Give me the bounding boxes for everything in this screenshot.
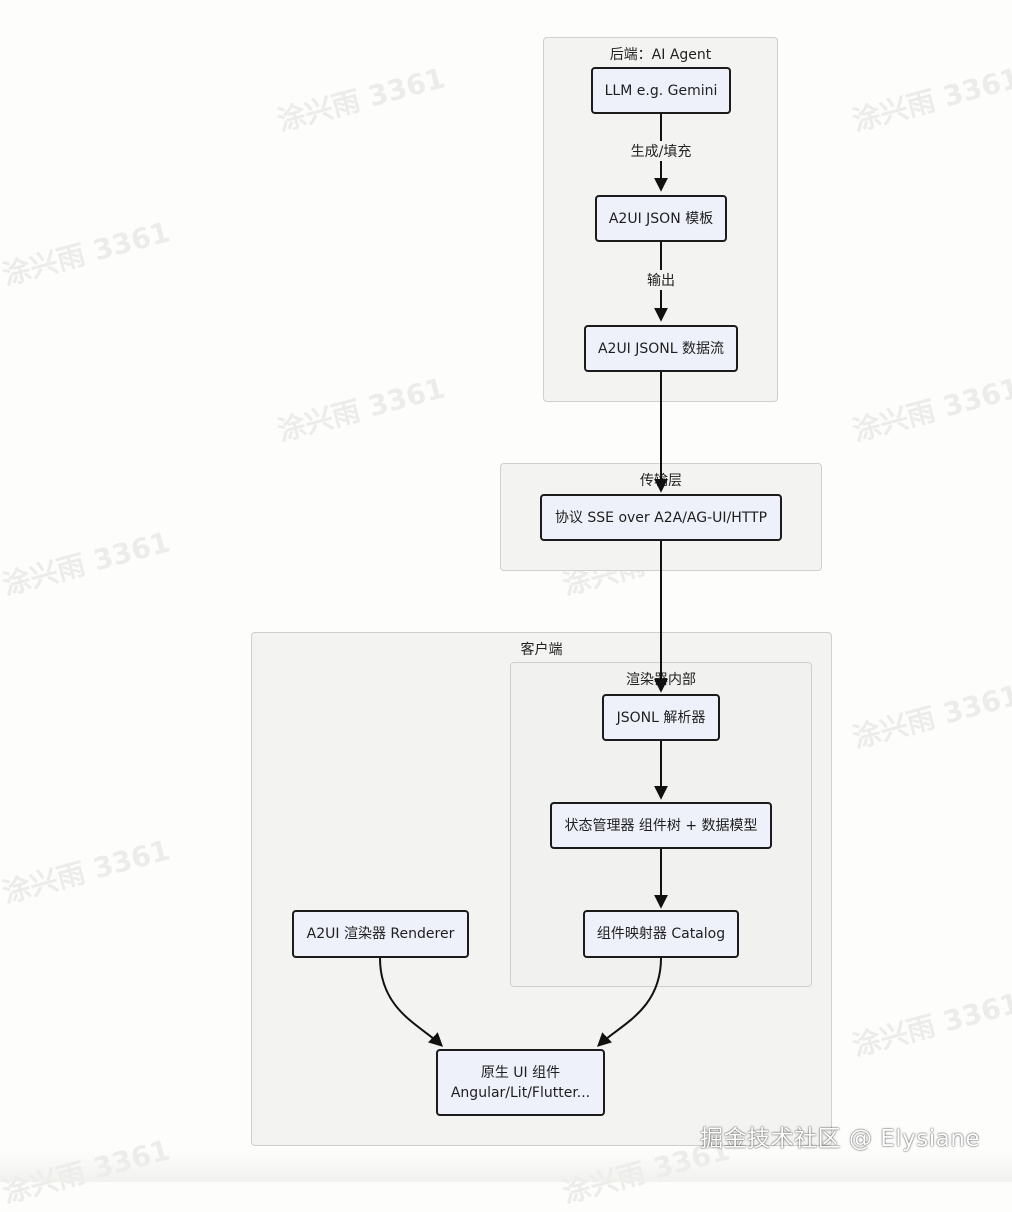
- node-component-mapper-label: 组件映射器 Catalog: [596, 926, 726, 942]
- node-a2ui-renderer: A2UI 渲染器 Renderer: [292, 910, 469, 958]
- node-protocol-label: 协议 SSE over A2A/AG-UI/HTTP: [554, 509, 768, 526]
- edge-label-generate-fill: 生成/填充: [626, 141, 696, 161]
- edge-renderer-to-native: [379, 957, 444, 1047]
- node-native-ui-components: 原生 UI 组件 Angular/Lit/Flutter...: [436, 1049, 605, 1116]
- node-json-template-label: A2UI JSON 模板: [608, 210, 714, 227]
- node-state-manager-label: 状态管理器 组件树 + 数据模型: [564, 817, 758, 834]
- node-json-template: A2UI JSON 模板: [595, 195, 727, 242]
- edge-label-output: 输出: [643, 270, 679, 290]
- bottom-fade: [0, 1150, 1012, 1182]
- node-jsonl-parser: JSONL 解析器: [602, 694, 720, 741]
- node-jsonl-parser-label: JSONL 解析器: [616, 709, 706, 726]
- client-group-title: 客户端: [520, 642, 563, 658]
- node-protocol: 协议 SSE over A2A/AG-UI/HTTP: [540, 494, 782, 541]
- node-component-mapper: 组件映射器 Catalog: [583, 910, 739, 958]
- edges-layer: [379, 114, 668, 1047]
- node-a2ui-renderer-label: A2UI 渲染器 Renderer: [306, 926, 455, 942]
- source-credit: 掘金技术社区 @ Elysiane: [700, 1126, 980, 1152]
- node-jsonl-stream-label: A2UI JSONL 数据流: [597, 340, 725, 357]
- node-llm: LLM e.g. Gemini: [591, 67, 731, 114]
- node-native-ui-line1: 原生 UI 组件: [480, 1064, 561, 1081]
- backend-group-title: 后端：AI Agent: [609, 47, 712, 63]
- edge-mapper-to-native: [596, 957, 662, 1047]
- node-state-manager: 状态管理器 组件树 + 数据模型: [550, 802, 772, 849]
- node-native-ui-line2: Angular/Lit/Flutter...: [450, 1084, 591, 1101]
- node-llm-label: LLM e.g. Gemini: [604, 82, 718, 99]
- node-jsonl-stream: A2UI JSONL 数据流: [584, 325, 738, 372]
